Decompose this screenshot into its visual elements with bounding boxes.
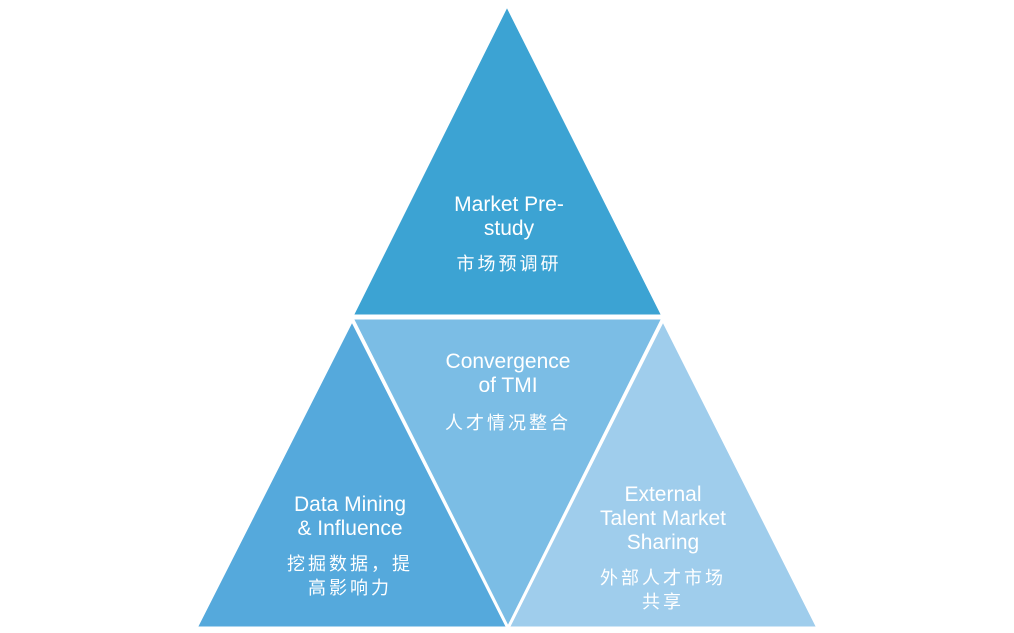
triangle-market-prestudy bbox=[349, 1, 666, 318]
market-prestudy-subtitle: 市场预调研 bbox=[456, 254, 562, 275]
data-mining-title: Data Mining& Influence bbox=[293, 493, 407, 540]
market-prestudy-label: Market Pre-study 市场预调研 bbox=[427, 193, 591, 277]
external-talent-subtitle: 外部人才市场共享 bbox=[600, 568, 726, 613]
market-prestudy-title: Market Pre-study bbox=[454, 193, 564, 240]
triangle-convergence bbox=[349, 316, 666, 632]
data-mining-subtitle: 挖掘数据，提高影响力 bbox=[287, 554, 413, 599]
convergence-subtitle: 人才情况整合 bbox=[445, 413, 571, 434]
data-mining-label: Data Mining& Influence 挖掘数据，提高影响力 bbox=[268, 493, 432, 601]
